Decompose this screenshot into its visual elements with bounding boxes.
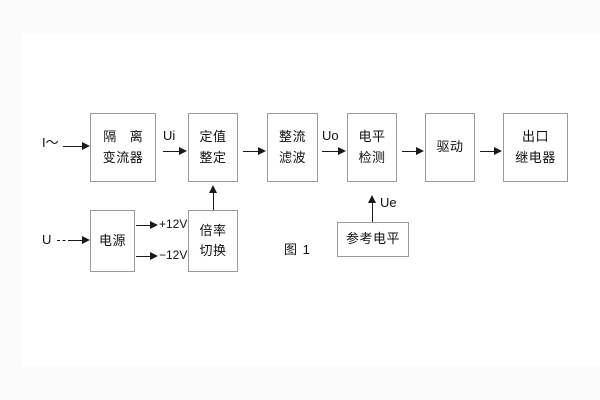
- block-reference-level[interactable]: 参考电平: [337, 222, 409, 257]
- block-multiplier-switch-line2: 切换: [199, 243, 227, 258]
- current-input-line: [63, 146, 83, 147]
- block-isolation-transformer-line2: 变流器: [102, 149, 144, 165]
- block-drive-line1: 驱动: [436, 139, 464, 155]
- uo-signal-line: [322, 151, 339, 152]
- block-power-supply[interactable]: 电源: [90, 210, 135, 272]
- block-level-detection-line2: 检测: [358, 149, 386, 165]
- block-drive[interactable]: 驱动: [425, 113, 475, 182]
- block-power-supply-line1: 电源: [98, 232, 126, 248]
- negative-rail-arrowhead: [150, 251, 158, 260]
- block-rectifier-filter-line2: 滤波: [278, 149, 306, 165]
- negative-rail-label: −12V: [159, 248, 188, 262]
- block-output-relay-line2: 继电器: [515, 149, 556, 165]
- block-multiplier-switch-line1: 倍率: [199, 222, 227, 238]
- level-to-drive-line: [402, 151, 417, 152]
- ue-signal-line: [372, 202, 373, 222]
- drive-to-relay-arrowhead: [494, 146, 502, 155]
- block-rectifier-filter[interactable]: 整流 滤波: [267, 113, 318, 182]
- block-setting-value[interactable]: 定值 整定: [188, 113, 238, 182]
- ue-signal-label: Ue: [380, 195, 397, 210]
- ui-signal-arrowhead: [179, 146, 187, 155]
- voltage-input-label: U: [42, 232, 52, 247]
- positive-rail-arrowhead: [150, 220, 158, 229]
- positive-rail-label: +12V: [159, 217, 188, 231]
- block-multiplier-switch[interactable]: 倍率 切换: [188, 210, 238, 272]
- block-isolation-transformer[interactable]: 隔 离 变流器: [90, 113, 156, 182]
- block-isolation-transformer-line1: 隔 离: [103, 129, 148, 145]
- block-level-detection-line1: 电平: [358, 129, 386, 145]
- voltage-input-line: [68, 240, 83, 241]
- uo-signal-arrowhead: [338, 146, 346, 155]
- figure-caption: 图 1: [284, 242, 311, 257]
- current-input-label: I～: [42, 135, 59, 150]
- ue-signal-arrowhead: [367, 195, 376, 203]
- drive-to-relay-line: [480, 151, 495, 152]
- multiplier-to-setting-arrowhead: [208, 185, 217, 193]
- ui-signal-line: [163, 151, 180, 152]
- voltage-input-arrowhead: [82, 235, 90, 244]
- current-input-arrowhead: [82, 141, 90, 150]
- level-to-drive-arrowhead: [416, 146, 424, 155]
- block-reference-level-line1: 参考电平: [345, 231, 400, 247]
- multiplier-to-setting-line: [213, 192, 214, 210]
- voltage-input-dash: [57, 240, 71, 241]
- block-setting-value-line2: 整定: [199, 149, 227, 165]
- block-setting-value-line1: 定值: [199, 129, 227, 145]
- diagram-sheet: [22, 35, 600, 365]
- block-output-relay[interactable]: 出口 继电器: [503, 113, 568, 182]
- block-level-detection[interactable]: 电平 检测: [347, 113, 397, 182]
- negative-rail-line: [136, 256, 151, 257]
- block-output-relay-line1: 出口: [521, 129, 549, 145]
- setting-to-rectifier-arrowhead: [258, 146, 266, 155]
- ui-signal-label: Ui: [163, 128, 176, 143]
- setting-to-rectifier-line: [243, 151, 259, 152]
- block-rectifier-filter-line1: 整流: [278, 129, 306, 145]
- uo-signal-label: Uo: [322, 128, 339, 143]
- positive-rail-line: [136, 225, 151, 226]
